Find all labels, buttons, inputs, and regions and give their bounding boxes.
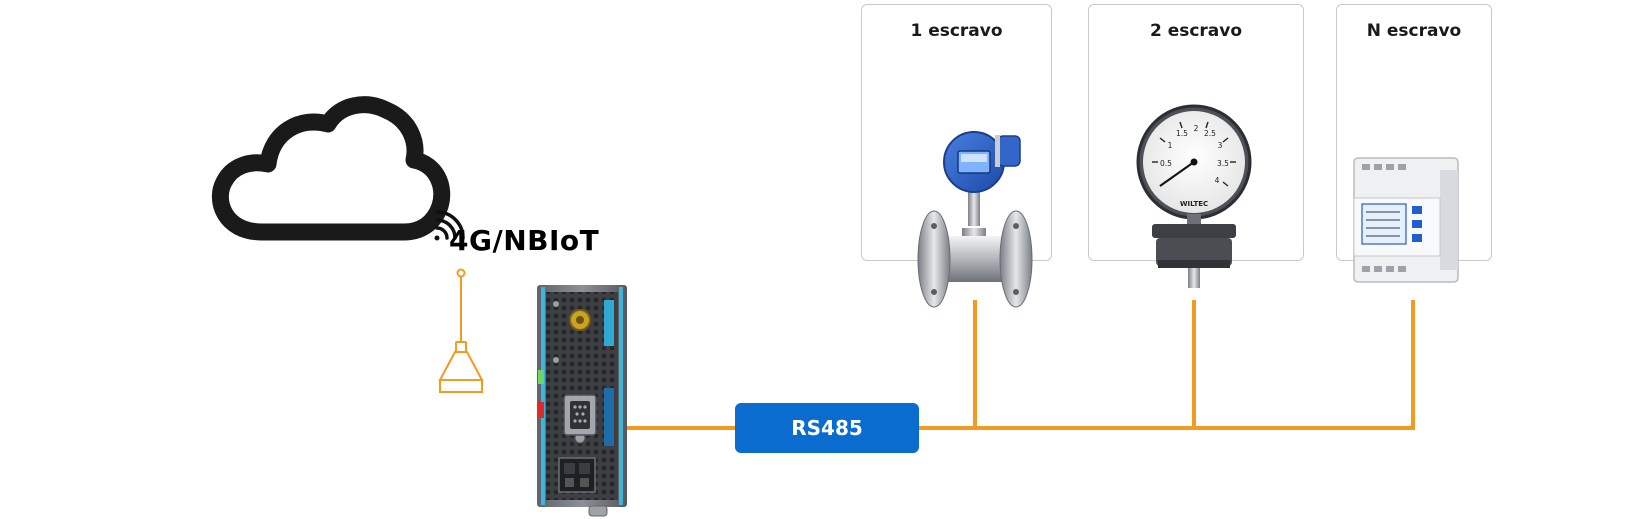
rs485-label: RS485 [791,416,863,440]
gauge-label-4: 2.5 [1204,129,1216,138]
gauge-label-0: 0.5 [1160,159,1172,168]
gauge-label-5: 3 [1218,141,1223,150]
gauge-label-6: 3.5 [1217,159,1229,168]
serial-port-icon [563,394,597,436]
gauge-dial-labels: 0.5 1 1.5 2 2.5 3 3.5 4 WILTEC [1160,124,1229,208]
slave-title-2: 2 escravo [1149,21,1243,41]
power-terminal-icon [558,457,596,493]
gauge-label-3: 2 [1194,124,1199,133]
network-label: 4G/NBIoT [449,224,600,257]
rs485-bus-box: RS485 [735,403,919,453]
rs485-bus-lines [624,300,1415,430]
energy-meter-icon [1353,157,1459,283]
signal-icon [434,210,465,241]
gauge-brand: WILTEC [1180,200,1208,208]
gauge-label-7: 4 [1215,176,1220,185]
antenna-icon [438,268,484,393]
cloud-icon [211,96,451,241]
gateway-device [537,285,627,517]
slave-title-1: 1 escravo [910,21,1003,41]
turbine-flow-meter-icon [917,131,1033,308]
pressure-gauge-icon [1136,104,1252,288]
slave-title-n: N escravo [1366,21,1462,41]
gauge-label-2: 1.5 [1176,129,1188,138]
gauge-label-1: 1 [1168,141,1173,150]
